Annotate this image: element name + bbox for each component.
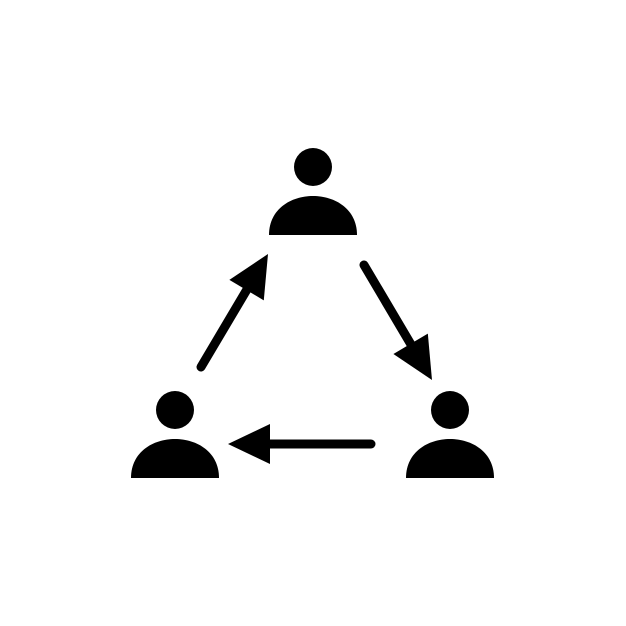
arrow-icon — [228, 424, 376, 464]
arrow-icon — [196, 254, 268, 372]
diagram-nodes — [131, 148, 494, 478]
person-icon — [131, 391, 219, 478]
person-icon — [269, 148, 357, 235]
person-head — [294, 148, 332, 186]
arrow-head — [229, 254, 268, 301]
person-head — [156, 391, 194, 429]
arrow-head — [228, 424, 270, 464]
arrow-head — [393, 333, 432, 380]
person-icon — [406, 391, 494, 478]
arrow-shaft — [359, 260, 418, 352]
arrow-shaft — [196, 282, 254, 372]
person-body — [269, 196, 357, 235]
person-head — [431, 391, 469, 429]
diagram-edges — [196, 254, 432, 464]
person-body — [406, 439, 494, 478]
person-body — [131, 439, 219, 478]
arrow-icon — [359, 260, 432, 380]
